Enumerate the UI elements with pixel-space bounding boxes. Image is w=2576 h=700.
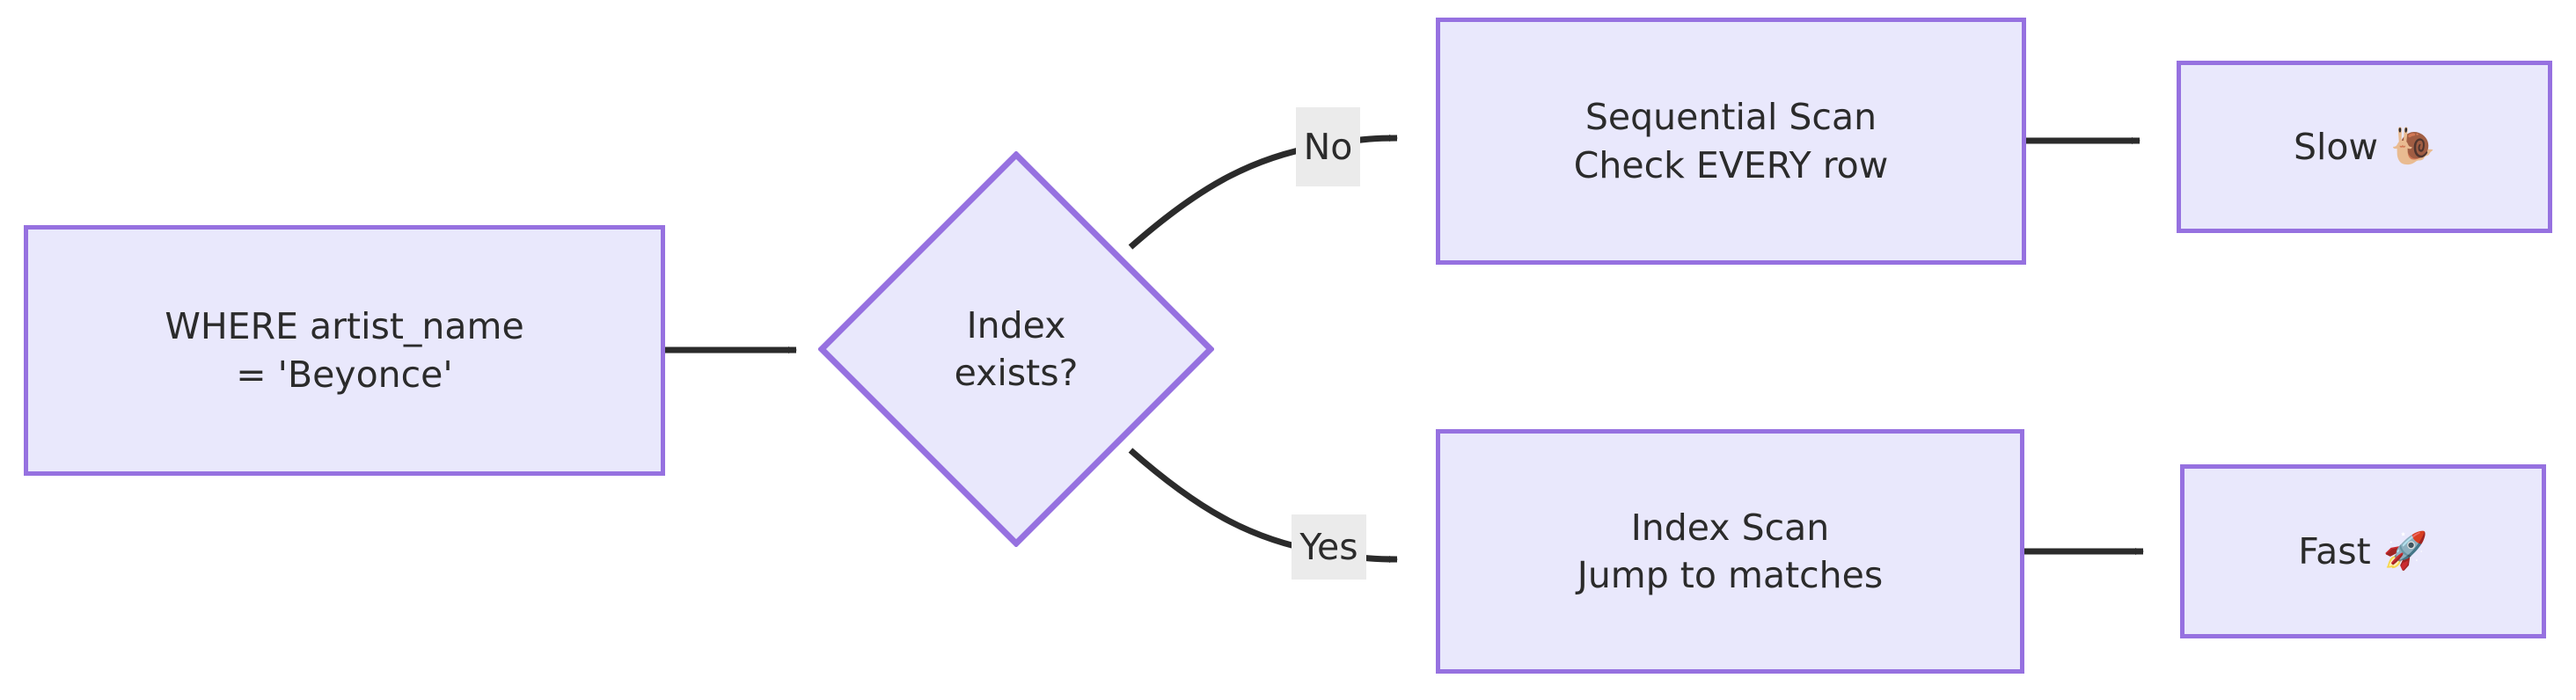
node-decision-line2: exists?	[954, 352, 1079, 394]
node-index-exists-decision[interactable]: Index exists?	[818, 151, 1214, 547]
diamond-shape	[818, 151, 1214, 547]
node-seqscan-line2: Check EVERY row	[1573, 143, 1889, 186]
node-indexscan-line1: Index Scan	[1630, 506, 1830, 549]
node-slow-label: Slow	[2293, 125, 2378, 168]
node-slow-content: Slow 🐌	[2294, 123, 2435, 171]
rocket-emoji: 🚀	[2382, 529, 2428, 572]
node-slow-outcome[interactable]: Slow 🐌	[2177, 61, 2552, 233]
node-decision-label: Index exists?	[818, 151, 1214, 547]
node-seqscan-line1: Sequential Scan	[1584, 96, 1877, 139]
edge-label-yes: Yes	[1292, 514, 1366, 580]
node-fast-label: Fast	[2298, 529, 2371, 572]
node-index-scan[interactable]: Index Scan Jump to matches	[1436, 429, 2024, 674]
node-indexscan-line2: Jump to matches	[1577, 554, 1884, 596]
edge-label-no: No	[1296, 107, 1360, 186]
node-decision-line1: Index	[966, 303, 1066, 346]
node-where-line1: WHERE artist_name	[165, 305, 524, 348]
node-sequential-scan[interactable]: Sequential Scan Check EVERY row	[1436, 18, 2026, 265]
node-where-line2: = 'Beyonce'	[236, 353, 453, 396]
snail-emoji: 🐌	[2389, 125, 2436, 168]
node-fast-outcome[interactable]: Fast 🚀	[2180, 464, 2546, 638]
node-where-clause[interactable]: WHERE artist_name = 'Beyonce'	[24, 225, 665, 476]
node-fast-content: Fast 🚀	[2298, 528, 2427, 575]
